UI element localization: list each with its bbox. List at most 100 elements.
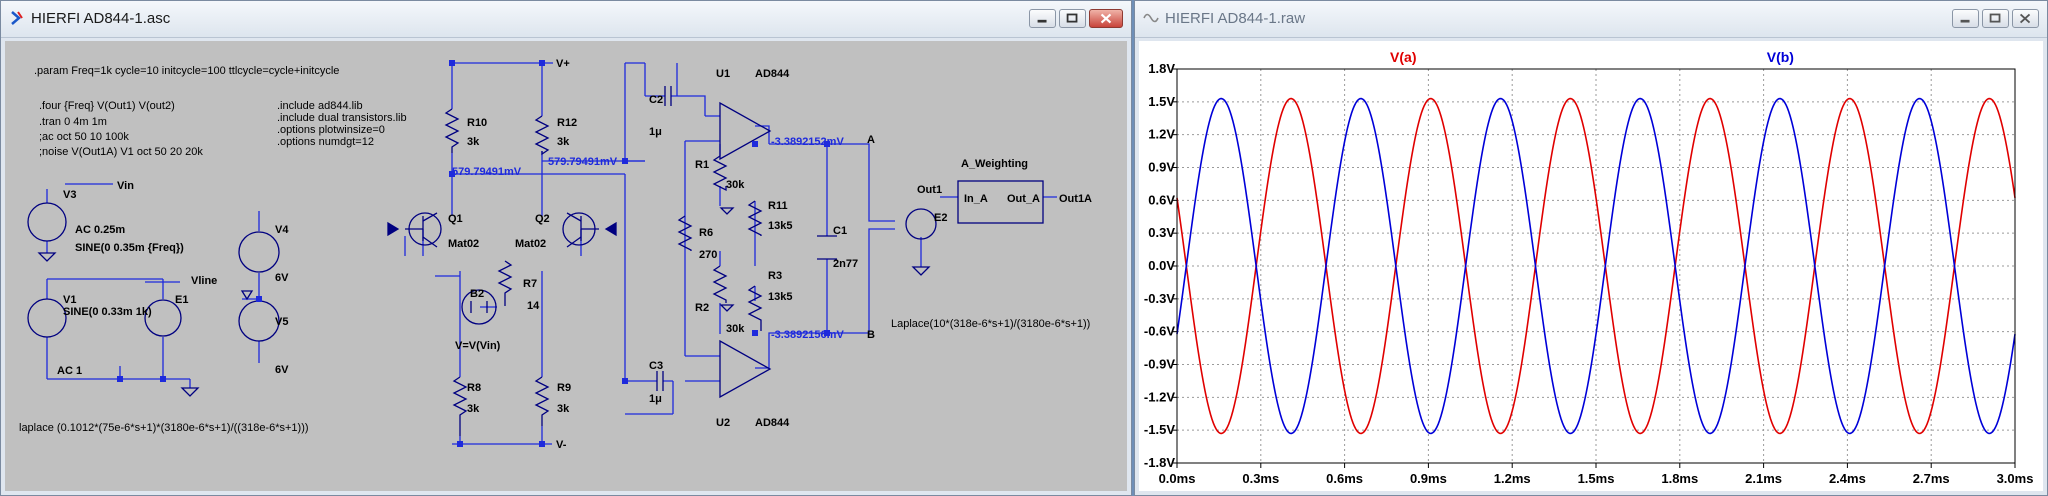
op-voltage-b[interactable]: -3.3892156mV bbox=[771, 329, 844, 341]
op-voltage-left[interactable]: 579.79491mV bbox=[452, 166, 522, 178]
r10-value[interactable]: 3k bbox=[467, 136, 480, 148]
plot-frame bbox=[1176, 68, 2016, 464]
r10-label[interactable]: R10 bbox=[467, 117, 487, 129]
b2-label[interactable]: B2 bbox=[470, 288, 484, 300]
noise-directive[interactable]: ;noise V(Out1A) V1 oct 50 20 20k bbox=[39, 146, 203, 158]
r1-value[interactable]: 30k bbox=[726, 179, 745, 191]
r3-value[interactable]: 13k5 bbox=[768, 291, 792, 303]
r3-label[interactable]: R3 bbox=[768, 270, 782, 282]
options-plotwinsize-directive[interactable]: .options plotwinsize=0 bbox=[277, 124, 385, 136]
r7-value[interactable]: 14 bbox=[527, 300, 540, 312]
r2-resistor bbox=[712, 265, 728, 303]
series-line-1[interactable] bbox=[1176, 97, 2016, 435]
r11-label[interactable]: R11 bbox=[768, 200, 788, 212]
r1-label[interactable]: R1 bbox=[695, 159, 709, 171]
v5-label[interactable]: V5 bbox=[275, 316, 288, 328]
schematic-drawing[interactable]: .param Freq=1k cycle=10 initcycle=100 tt… bbox=[5, 41, 1127, 491]
c3-value[interactable]: 1μ bbox=[649, 393, 662, 405]
vline-label[interactable]: Vline bbox=[191, 275, 217, 287]
restore-button[interactable] bbox=[1059, 9, 1086, 28]
v3-label[interactable]: V3 bbox=[63, 189, 76, 201]
u1-model[interactable]: AD844 bbox=[755, 68, 790, 80]
v1-label[interactable]: V1 bbox=[63, 294, 76, 306]
minimize-button[interactable] bbox=[1029, 9, 1056, 28]
r6-value[interactable]: 270 bbox=[699, 249, 717, 261]
r11-value[interactable]: 13k5 bbox=[768, 220, 792, 232]
schematic-window[interactable]: HIERFI AD844-1.asc .param Freq=1k cycle=… bbox=[0, 0, 1132, 496]
schematic-titlebar[interactable]: HIERFI AD844-1.asc bbox=[1, 1, 1131, 38]
v5-value[interactable]: 6V bbox=[275, 364, 289, 376]
options-numdgt-directive[interactable]: .options numdgt=12 bbox=[277, 136, 374, 148]
e2-label[interactable]: E2 bbox=[934, 212, 947, 224]
r8-value[interactable]: 3k bbox=[467, 403, 480, 415]
schematic-canvas[interactable]: .param Freq=1k cycle=10 initcycle=100 tt… bbox=[5, 41, 1127, 491]
legend-entry-0[interactable]: V(a) bbox=[1390, 49, 1416, 65]
four-directive[interactable]: .four {Freq} V(Out1) V(out2) bbox=[39, 100, 175, 112]
v1-sine-label[interactable]: SINE(0 0.33m 1k) bbox=[63, 306, 152, 318]
c1-value[interactable]: 2n77 bbox=[833, 258, 858, 270]
u2-label[interactable]: U2 bbox=[716, 417, 730, 429]
restore-button[interactable] bbox=[1982, 9, 2009, 28]
c2-value[interactable]: 1μ bbox=[649, 126, 662, 138]
v4-value[interactable]: 6V bbox=[275, 272, 289, 284]
x-tick-label: 0.3ms bbox=[1242, 471, 1279, 486]
y-tick-label: -0.9V bbox=[1144, 357, 1175, 372]
v3-ac-label[interactable]: AC 0.25m bbox=[75, 224, 125, 236]
r7-label[interactable]: R7 bbox=[523, 278, 537, 290]
u1-label[interactable]: U1 bbox=[716, 68, 730, 80]
close-icon bbox=[2019, 13, 2031, 24]
series-line-0[interactable] bbox=[1176, 97, 2016, 435]
restore-icon bbox=[1989, 13, 2001, 23]
legend-entry-1[interactable]: V(b) bbox=[1767, 49, 1794, 65]
v1-ac-label[interactable]: AC 1 bbox=[57, 365, 82, 377]
include-ad844-directive[interactable]: .include ad844.lib bbox=[277, 100, 363, 112]
plot-series[interactable] bbox=[1176, 97, 2016, 435]
op-voltage-a[interactable]: -3.3892152mV bbox=[771, 136, 844, 148]
v3-sine-label[interactable]: SINE(0 0.35m {Freq}) bbox=[75, 242, 184, 254]
c1-label[interactable]: C1 bbox=[833, 225, 847, 237]
x-tick-label: 2.4ms bbox=[1829, 471, 1866, 486]
c3-capacitor bbox=[656, 371, 664, 391]
r12-label[interactable]: R12 bbox=[557, 117, 577, 129]
q2-model[interactable]: Mat02 bbox=[515, 238, 546, 250]
c3-label[interactable]: C3 bbox=[649, 360, 663, 372]
node-b-label[interactable]: B bbox=[867, 329, 875, 341]
plot-legend[interactable]: V(a) V(b) bbox=[1390, 49, 1794, 65]
close-button[interactable] bbox=[1089, 9, 1123, 28]
r2-label[interactable]: R2 bbox=[695, 302, 709, 314]
r8-label[interactable]: R8 bbox=[467, 382, 481, 394]
q1-label[interactable]: Q1 bbox=[448, 213, 463, 225]
u2-model[interactable]: AD844 bbox=[755, 417, 790, 429]
q2-label[interactable]: Q2 bbox=[535, 213, 550, 225]
b2-expression[interactable]: V=V(Vin) bbox=[455, 340, 501, 352]
param-directive[interactable]: .param Freq=1k cycle=10 initcycle=100 tt… bbox=[34, 65, 339, 77]
ac-directive[interactable]: ;ac oct 50 10 100k bbox=[39, 131, 129, 143]
op-voltage-right[interactable]: 579.79491mV bbox=[548, 156, 618, 168]
laplace-e2-expression[interactable]: Laplace(10*(318e-6*s+1)/(3180e-6*s+1)) bbox=[891, 318, 1090, 330]
out1a-label[interactable]: Out1A bbox=[1059, 193, 1092, 205]
e1-label[interactable]: E1 bbox=[175, 294, 188, 306]
r9-label[interactable]: R9 bbox=[557, 382, 571, 394]
a-weighting-title[interactable]: A_Weighting bbox=[961, 158, 1028, 170]
c2-label[interactable]: C2 bbox=[649, 94, 663, 106]
x-tick-label: 0.9ms bbox=[1410, 471, 1447, 486]
laplace-e1-expression[interactable]: laplace (0.1012*(75e-6*s+1)*(3180e-6*s+1… bbox=[19, 422, 309, 434]
r12-value[interactable]: 3k bbox=[557, 136, 570, 148]
vin-label[interactable]: Vin bbox=[117, 180, 134, 192]
out1-label[interactable]: Out1 bbox=[917, 184, 942, 196]
node-a-label[interactable]: A bbox=[867, 134, 875, 146]
q1-model[interactable]: Mat02 bbox=[448, 238, 479, 250]
close-button[interactable] bbox=[2012, 9, 2039, 28]
tran-directive[interactable]: .tran 0 4m 1m bbox=[39, 116, 107, 128]
r6-label[interactable]: R6 bbox=[699, 227, 713, 239]
v4-label[interactable]: V4 bbox=[275, 224, 289, 236]
plot-titlebar[interactable]: HIERFI AD844-1.raw bbox=[1135, 1, 2047, 38]
include-transistors-directive[interactable]: .include dual transistors.lib bbox=[277, 112, 407, 124]
r2-value[interactable]: 30k bbox=[726, 323, 745, 335]
y-tick-label: 0.6V bbox=[1148, 192, 1175, 207]
r9-value[interactable]: 3k bbox=[557, 403, 570, 415]
minimize-button[interactable] bbox=[1952, 9, 1979, 28]
